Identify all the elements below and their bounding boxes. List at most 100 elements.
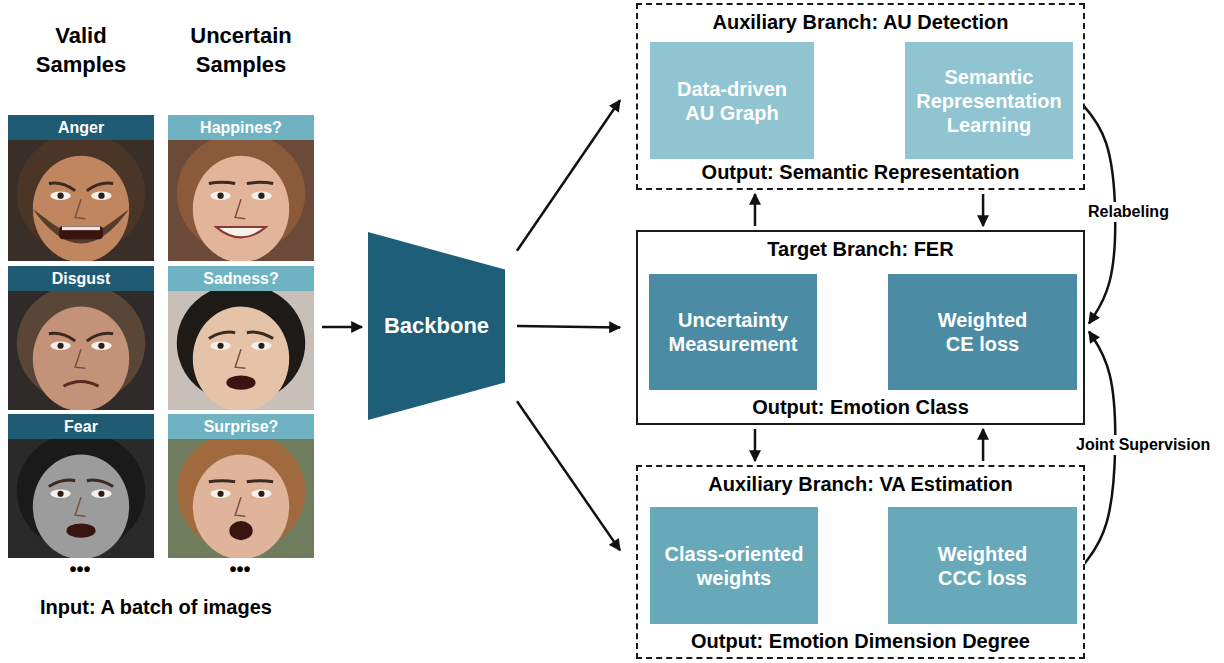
face — [33, 454, 129, 558]
branch-output: Output: Emotion Dimension Degree — [691, 629, 1030, 653]
eye — [91, 342, 111, 350]
branch-output: Output: Emotion Class — [752, 395, 969, 419]
sample-tile: Disgust — [8, 266, 154, 410]
pupil — [217, 491, 223, 497]
connector-arrow — [517, 326, 620, 328]
nose — [235, 199, 245, 218]
pupil — [98, 343, 104, 349]
sample-tile: Fear — [8, 414, 154, 558]
process-box: Data-driven AU Graph — [650, 42, 814, 159]
face-photo — [8, 291, 154, 410]
nose — [235, 497, 245, 516]
face — [193, 156, 289, 261]
eye — [91, 490, 111, 498]
connector-arrow — [517, 100, 620, 251]
eyebrow — [209, 481, 235, 482]
face — [33, 306, 129, 410]
face-photo — [168, 291, 314, 410]
module-label: Backbone — [384, 313, 489, 339]
eye — [210, 490, 230, 498]
nose — [235, 349, 245, 368]
sample-tile: Anger — [8, 115, 154, 261]
pupil — [98, 193, 104, 199]
emotion-label: Surprise? — [168, 414, 314, 439]
nose — [75, 349, 85, 368]
pupil — [258, 193, 264, 199]
edge-label: Joint Supervision — [1074, 435, 1212, 455]
column-header: Uncertain Samples — [164, 22, 318, 79]
eyebrow — [49, 183, 75, 191]
face-photo — [8, 439, 154, 558]
branch-title: Auxiliary Branch: VA Estimation — [708, 472, 1013, 496]
process-box: Class-oriented weights — [650, 507, 818, 624]
eyebrow — [247, 481, 273, 482]
emotion-label: Fear — [8, 414, 154, 439]
branch-box: Auxiliary Branch: VA EstimationOutput: E… — [636, 465, 1085, 659]
backbone-trapezoid: Backbone — [368, 232, 505, 420]
pupil — [217, 193, 223, 199]
pupil — [217, 343, 223, 349]
mouth — [226, 375, 255, 389]
emotion-label: Happines? — [168, 115, 314, 140]
pupil — [57, 343, 63, 349]
emotion-label: Disgust — [8, 266, 154, 291]
eye — [251, 342, 271, 350]
eyebrow — [87, 480, 113, 486]
pupil — [57, 491, 63, 497]
eyebrow — [49, 333, 75, 341]
face-photo — [168, 439, 314, 558]
eye — [251, 490, 271, 498]
sample-tile: Sadness? — [168, 266, 314, 410]
connector-arrow — [982, 429, 985, 461]
process-label: Weighted CCC loss — [928, 542, 1038, 590]
branch-box: Auxiliary Branch: AU DetectionOutput: Se… — [636, 3, 1085, 190]
input-arrow — [322, 326, 362, 329]
eyebrow — [247, 332, 273, 338]
eyebrow — [49, 480, 75, 486]
process-label: Semantic Representation Learning — [913, 65, 1065, 137]
eye — [50, 191, 70, 199]
pupil — [258, 491, 264, 497]
branch-title: Target Branch: FER — [767, 237, 953, 261]
eye — [210, 342, 230, 350]
face — [33, 156, 129, 261]
connector-arrow — [517, 401, 620, 550]
mouth — [66, 523, 95, 537]
face-photo — [168, 140, 314, 261]
edge-label: Relabeling — [1086, 202, 1171, 222]
connector-arrow — [982, 194, 985, 226]
eyebrow — [209, 332, 235, 338]
connector-arrow — [754, 194, 757, 226]
face — [193, 454, 289, 558]
mouth — [229, 521, 252, 540]
nose — [75, 497, 85, 516]
teeth — [62, 227, 100, 231]
ellipsis-mark: ••• — [40, 556, 120, 582]
branch-box: Target Branch: FER Output: Emotion Class U… — [636, 230, 1085, 425]
eyebrow — [87, 333, 113, 341]
face-photo — [8, 140, 154, 261]
process-label: Class-oriented weights — [658, 542, 810, 590]
beard — [33, 209, 129, 243]
mouth — [216, 227, 266, 237]
process-box: Weighted CCC loss — [888, 507, 1077, 624]
trapezoid — [368, 232, 505, 420]
nose — [75, 199, 85, 218]
sample-tile: Happines? — [168, 115, 314, 261]
process-box: Weighted CE loss — [888, 274, 1077, 390]
process-label: Data-driven AU Graph — [668, 77, 796, 125]
branch-output: Output: Semantic Representation — [702, 160, 1020, 184]
eyebrow — [247, 182, 273, 183]
pupil — [98, 491, 104, 497]
process-label: Weighted CE loss — [928, 308, 1038, 356]
eye — [91, 191, 111, 199]
pupil — [258, 343, 264, 349]
emotion-label: Anger — [8, 115, 154, 140]
eyebrow — [87, 183, 113, 191]
process-box: Semantic Representation Learning — [905, 42, 1073, 159]
branch-title: Auxiliary Branch: AU Detection — [713, 10, 1009, 34]
ellipsis-mark: ••• — [200, 556, 280, 582]
process-box: Uncertainty Measurement — [649, 274, 817, 390]
